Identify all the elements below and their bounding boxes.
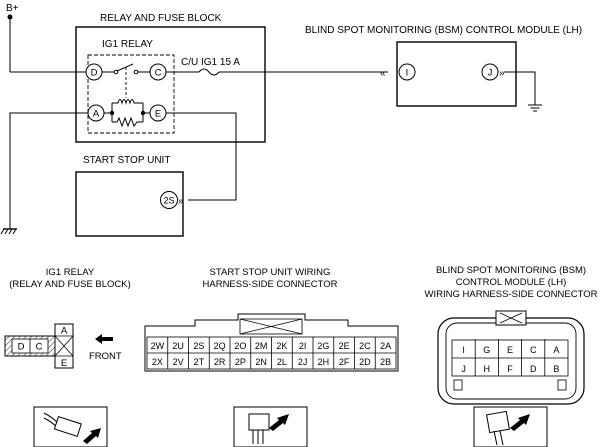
start-stop-cell-2q: 2Q <box>214 341 226 351</box>
bsm-control-module: BLIND SPOT MONITORING (BSM) CONTROL MODU… <box>305 25 582 107</box>
start-stop-cell-2i: 2I <box>299 341 307 351</box>
bsm-cell-i: I <box>462 345 465 355</box>
relay-connector-face: IG1 RELAY (RELAY AND FUSE BLOCK) D C A E… <box>4 267 131 369</box>
relay-coil-icon <box>104 99 150 128</box>
ground-icon <box>528 104 542 112</box>
bsm-cell-b: B <box>553 364 559 374</box>
start-stop-pin-2s: 2S <box>163 196 174 206</box>
bsm-cell-h: H <box>484 364 491 374</box>
relay-cell-a: A <box>61 326 68 337</box>
bsm-connector-title-line1: BLIND SPOT MONITORING (BSM) <box>436 265 586 276</box>
supply-label: B+ <box>6 3 19 14</box>
bsm-connector-title-line3: WIRING HARNESS-SIDE CONNECTOR <box>425 289 598 300</box>
relay-cell-c: C <box>36 342 43 353</box>
bsm-cell-g: G <box>483 345 490 355</box>
relay-cell-d: D <box>18 342 25 353</box>
bsm-cell-c: C <box>530 345 537 355</box>
relay-label: IG1 RELAY <box>102 39 153 50</box>
fuse-label: C/U IG1 15 A <box>181 57 240 68</box>
connector-plug-icon <box>233 406 308 447</box>
start-stop-cell-2p: 2P <box>235 357 246 367</box>
relay-pin-c: C <box>155 68 162 79</box>
connector-plug-icon <box>33 406 108 447</box>
start-stop-cell-2a: 2A <box>380 341 391 351</box>
bsm-connector-face: BLIND SPOT MONITORING (BSM) CONTROL MODU… <box>425 265 598 405</box>
start-stop-cell-2f: 2F <box>339 357 350 367</box>
bsm-connector-title-line2: CONTROL MODULE (LH) <box>456 277 567 288</box>
relay-pin-e: E <box>155 109 161 120</box>
ground-icon <box>0 228 17 235</box>
start-stop-cell-2e: 2E <box>339 341 350 351</box>
relay-block-title: RELAY AND FUSE BLOCK <box>100 13 222 24</box>
bsm-cell-j: J <box>461 364 466 374</box>
connector-arrow-icon: » <box>178 196 184 207</box>
start-stop-cell-2u: 2U <box>172 341 184 351</box>
bsm-cell-e: E <box>507 345 513 355</box>
start-stop-cell-2m: 2M <box>255 341 268 351</box>
start-stop-cell-2v: 2V <box>173 357 184 367</box>
start-stop-connector-face: START STOP UNIT WIRING HARNESS-SIDE CONN… <box>144 267 399 372</box>
front-label: FRONT <box>89 351 122 362</box>
start-stop-cell-2x: 2X <box>152 357 163 367</box>
connector-plug-icon <box>473 406 548 447</box>
start-stop-cell-2l: 2L <box>277 357 287 367</box>
start-stop-cell-2h: 2H <box>318 357 330 367</box>
wires <box>9 71 536 229</box>
connector-arrow-icon: « <box>380 68 386 79</box>
start-stop-cell-2c: 2C <box>359 341 371 351</box>
relay-cell-e: E <box>61 358 67 369</box>
start-stop-cell-2d: 2D <box>359 357 371 367</box>
connector-arrow-icon: » <box>499 68 505 79</box>
bsm-pin-i: I <box>406 68 409 79</box>
start-stop-cell-2j: 2J <box>298 357 308 367</box>
bsm-cell-a: A <box>553 345 559 355</box>
start-stop-connector-title-line2: HARNESS-SIDE CONNECTOR <box>203 279 338 290</box>
start-stop-unit: START STOP UNIT 2S » <box>75 155 184 237</box>
start-stop-cell-2s: 2S <box>193 341 204 351</box>
fuse-icon <box>198 68 220 76</box>
start-stop-cell-2w: 2W <box>151 341 165 351</box>
start-stop-cell-2t: 2T <box>194 357 205 367</box>
relay-pin-a: A <box>93 109 100 120</box>
start-stop-cell-2o: 2O <box>234 341 246 351</box>
relay-connector-title-line2: (RELAY AND FUSE BLOCK) <box>9 279 131 290</box>
battery-supply: B+ <box>6 3 88 73</box>
start-stop-cell-2n: 2N <box>255 357 267 367</box>
relay-pin-d: D <box>91 68 98 79</box>
relay-and-fuse-block: RELAY AND FUSE BLOCK IG1 RELAY D C A E <box>75 13 266 143</box>
bsm-module-title: BLIND SPOT MONITORING (BSM) CONTROL MODU… <box>305 25 582 36</box>
relay-switch-icon <box>102 63 150 98</box>
start-stop-cell-2g: 2G <box>317 341 329 351</box>
bsm-pin-j: J <box>488 68 493 79</box>
bsm-cell-d: D <box>530 364 537 374</box>
front-arrow-icon <box>95 334 113 344</box>
start-stop-cell-2b: 2B <box>380 357 391 367</box>
start-stop-cell-2k: 2K <box>276 341 287 351</box>
relay-connector-title-line1: IG1 RELAY <box>46 267 95 278</box>
bsm-cell-f: F <box>507 364 513 374</box>
start-stop-unit-title: START STOP UNIT <box>83 155 170 166</box>
start-stop-cell-2r: 2R <box>214 357 226 367</box>
start-stop-connector-title-line1: START STOP UNIT WIRING <box>210 267 331 278</box>
